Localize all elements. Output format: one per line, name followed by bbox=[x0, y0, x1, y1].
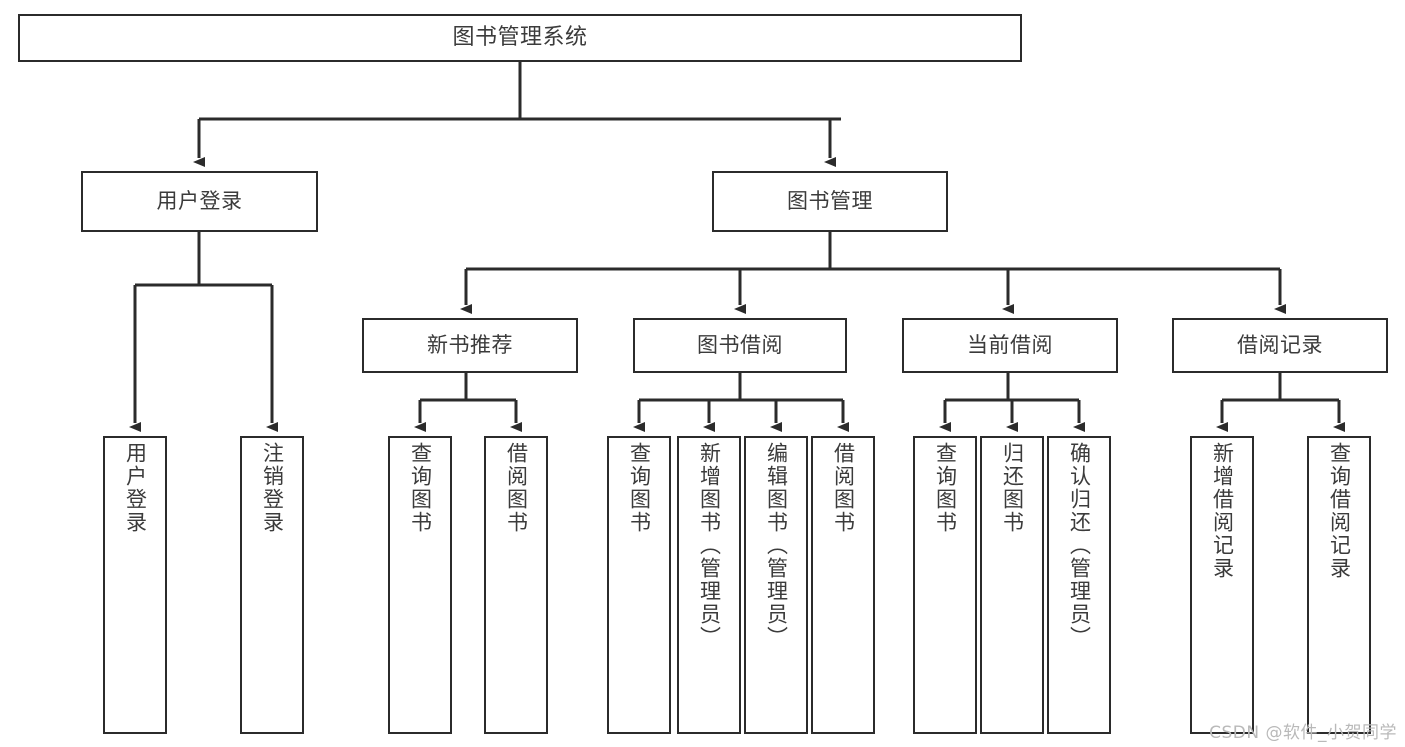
node-label: 归还图书 bbox=[1000, 442, 1025, 534]
node-label: 图书借阅 bbox=[697, 333, 783, 358]
node-label: 新增图书（管理员） bbox=[697, 442, 722, 649]
node-leaf-query-record[interactable]: 查询借阅记录 bbox=[1307, 436, 1371, 734]
node-user-login[interactable]: 用户登录 bbox=[81, 171, 318, 232]
node-label: 新书推荐 bbox=[427, 333, 513, 358]
node-book-borrow[interactable]: 图书借阅 bbox=[633, 318, 847, 373]
node-new-book-recommend[interactable]: 新书推荐 bbox=[362, 318, 578, 373]
node-label: 借阅记录 bbox=[1237, 333, 1323, 358]
node-leaf-query-book-3[interactable]: 查询图书 bbox=[913, 436, 977, 734]
node-leaf-user-login[interactable]: 用户登录 bbox=[103, 436, 167, 734]
node-leaf-add-record[interactable]: 新增借阅记录 bbox=[1190, 436, 1254, 734]
node-leaf-borrow-book-2[interactable]: 借阅图书 bbox=[811, 436, 875, 734]
node-label: 查询借阅记录 bbox=[1327, 442, 1352, 580]
node-leaf-add-book[interactable]: 新增图书（管理员） bbox=[677, 436, 741, 734]
csdn-watermark: CSDN @软件_小贺同学 bbox=[1209, 723, 1397, 743]
node-label: 用户登录 bbox=[156, 189, 243, 214]
node-label: 确认归还（管理员） bbox=[1067, 442, 1092, 649]
node-leaf-return-book[interactable]: 归还图书 bbox=[980, 436, 1044, 734]
node-label: 新增借阅记录 bbox=[1210, 442, 1235, 580]
node-book-management[interactable]: 图书管理 bbox=[712, 171, 948, 232]
node-borrow-record[interactable]: 借阅记录 bbox=[1172, 318, 1388, 373]
node-leaf-edit-book[interactable]: 编辑图书（管理员） bbox=[744, 436, 808, 734]
node-leaf-query-book-1[interactable]: 查询图书 bbox=[388, 436, 452, 734]
node-leaf-confirm-return[interactable]: 确认归还（管理员） bbox=[1047, 436, 1111, 734]
node-label: 查询图书 bbox=[408, 442, 433, 534]
node-leaf-user-logout[interactable]: 注销登录 bbox=[240, 436, 304, 734]
node-leaf-query-book-2[interactable]: 查询图书 bbox=[607, 436, 671, 734]
node-label: 用户登录 bbox=[123, 442, 148, 534]
node-label: 图书管理系统 bbox=[452, 25, 588, 51]
node-label: 借阅图书 bbox=[504, 442, 529, 534]
node-root[interactable]: 图书管理系统 bbox=[18, 14, 1022, 62]
node-leaf-borrow-book-1[interactable]: 借阅图书 bbox=[484, 436, 548, 734]
node-label: 借阅图书 bbox=[831, 442, 856, 534]
node-label: 注销登录 bbox=[260, 442, 285, 534]
node-label: 查询图书 bbox=[627, 442, 652, 534]
node-label: 图书管理 bbox=[787, 189, 873, 214]
node-label: 编辑图书（管理员） bbox=[764, 442, 789, 649]
node-label: 当前借阅 bbox=[967, 333, 1053, 358]
node-current-borrow[interactable]: 当前借阅 bbox=[902, 318, 1118, 373]
node-label: 查询图书 bbox=[933, 442, 958, 534]
